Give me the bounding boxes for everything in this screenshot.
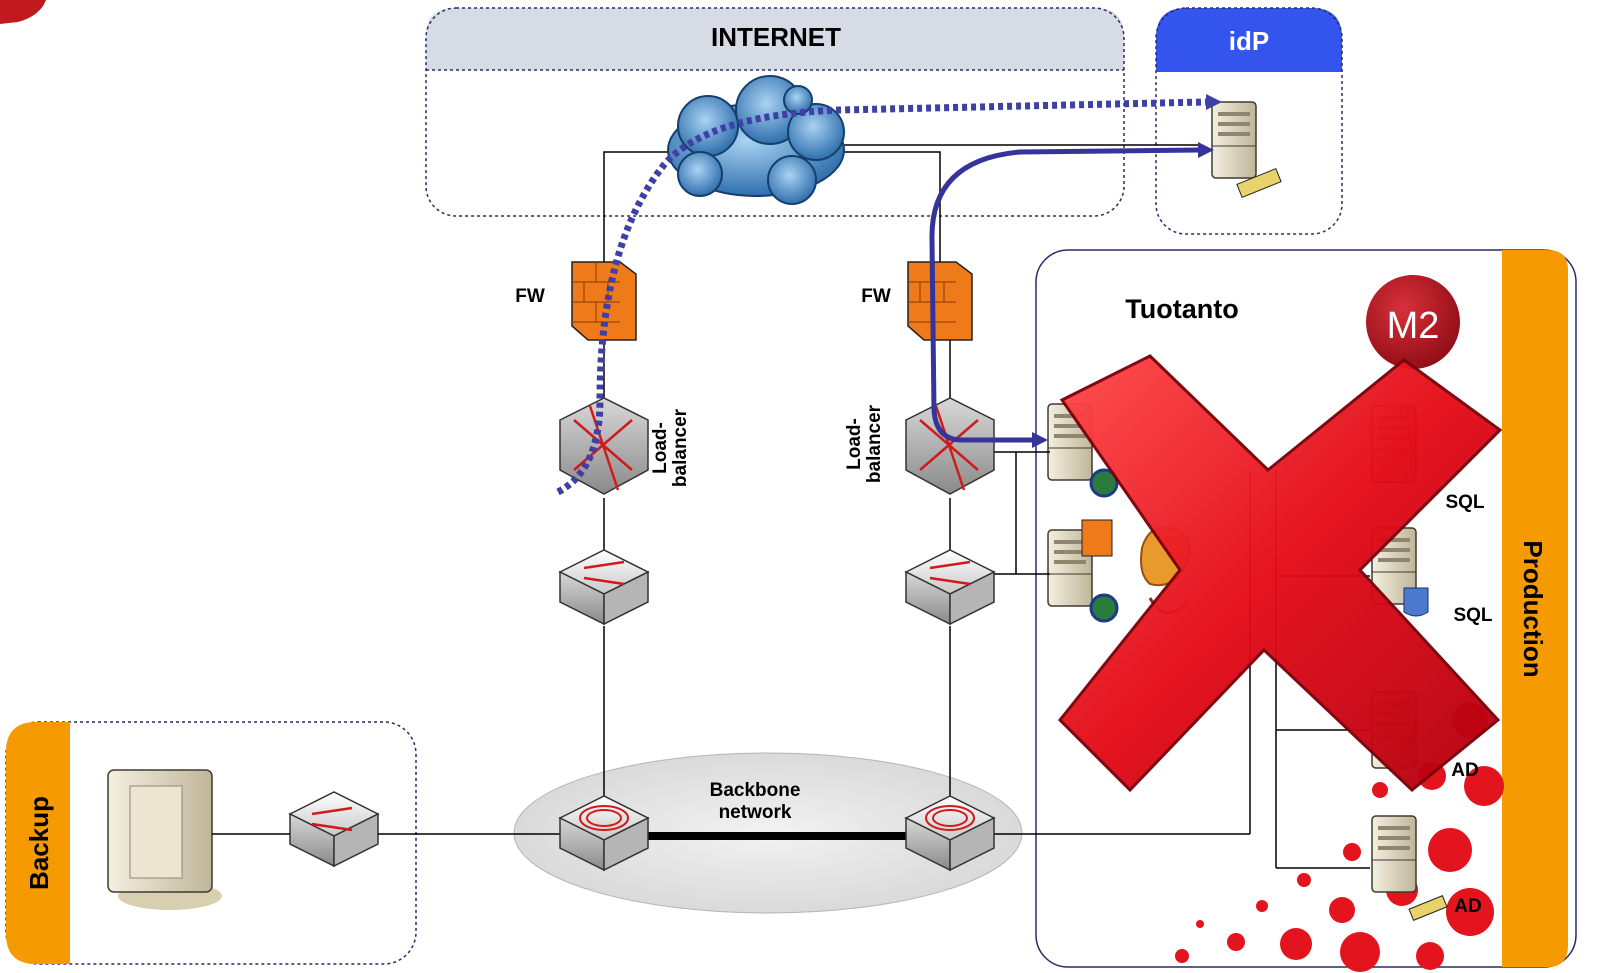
idp-zone-header xyxy=(1156,8,1342,72)
lb-left-label-line1: Load- xyxy=(650,422,671,474)
production-area-title: Tuotanto xyxy=(1125,294,1238,324)
sql-label-1: SQL xyxy=(1445,492,1484,513)
switch-right-icon xyxy=(905,549,995,625)
lb-left-label-line2: balancer xyxy=(670,408,691,487)
ad-label-2: AD xyxy=(1454,896,1481,917)
firewall-left-icon xyxy=(571,261,637,341)
idp-zone-title: idP xyxy=(1229,26,1269,56)
dotted-flow-path xyxy=(556,98,1207,496)
idp-keyboard-icon xyxy=(1236,167,1282,199)
ad-label-1: AD xyxy=(1451,760,1478,781)
lb-right-label-line2: balancer xyxy=(864,404,885,483)
firewall-mini-icon xyxy=(1081,519,1113,557)
internet-zone-title: INTERNET xyxy=(711,22,841,52)
idp-server-icon xyxy=(1211,101,1257,179)
internet-zone-header xyxy=(426,8,1124,70)
firewall-right-icon xyxy=(907,261,973,341)
backup-tab-label: Backup xyxy=(24,796,54,890)
production-tab-label: Production xyxy=(1518,540,1548,677)
load-balancer-right-icon xyxy=(905,397,995,495)
database-icon xyxy=(1403,587,1429,617)
m2-logo-text: M2 xyxy=(1387,305,1440,347)
backup-tab xyxy=(6,722,70,964)
backbone-label-line1: Backbone xyxy=(710,780,801,801)
red-cross-overlay xyxy=(1057,354,1503,793)
router-left-icon xyxy=(559,795,649,871)
idp-zone: idP xyxy=(1155,7,1343,235)
ad-keyboard-icon xyxy=(1408,895,1448,921)
corner-decoration xyxy=(0,0,46,24)
backup-zone: Backup xyxy=(5,721,417,965)
globe-icon-1 xyxy=(1089,468,1119,498)
ad-server-2-icon xyxy=(1371,815,1417,893)
globe-icon-2 xyxy=(1089,593,1119,623)
production-zone: Production Tuotanto M2 SQL SQL xyxy=(1035,249,1577,972)
internet-zone: INTERNET xyxy=(425,7,1125,217)
backup-switch-arrows xyxy=(311,806,353,832)
dotted-flow-arrowhead xyxy=(1206,94,1222,110)
lb-right-label-line1: Load- xyxy=(844,418,865,470)
router-right-icon xyxy=(905,795,995,871)
fw-right-label: FW xyxy=(861,286,891,307)
backup-switch-icon xyxy=(289,791,379,867)
backbone-label-line2: network xyxy=(719,802,792,823)
production-tab xyxy=(1502,250,1568,967)
switch-left-icon xyxy=(559,549,649,625)
sql-label-2: SQL xyxy=(1453,605,1492,626)
solid-flow-path xyxy=(929,147,1201,443)
solid-flow-arrowhead-idp xyxy=(1198,142,1214,158)
load-balancer-left-icon xyxy=(559,397,649,495)
solid-flow-arrowhead-server xyxy=(1032,432,1048,448)
internet-cloud-icon xyxy=(667,75,845,205)
fw-left-label: FW xyxy=(515,286,545,307)
backup-server-icon xyxy=(107,769,222,910)
